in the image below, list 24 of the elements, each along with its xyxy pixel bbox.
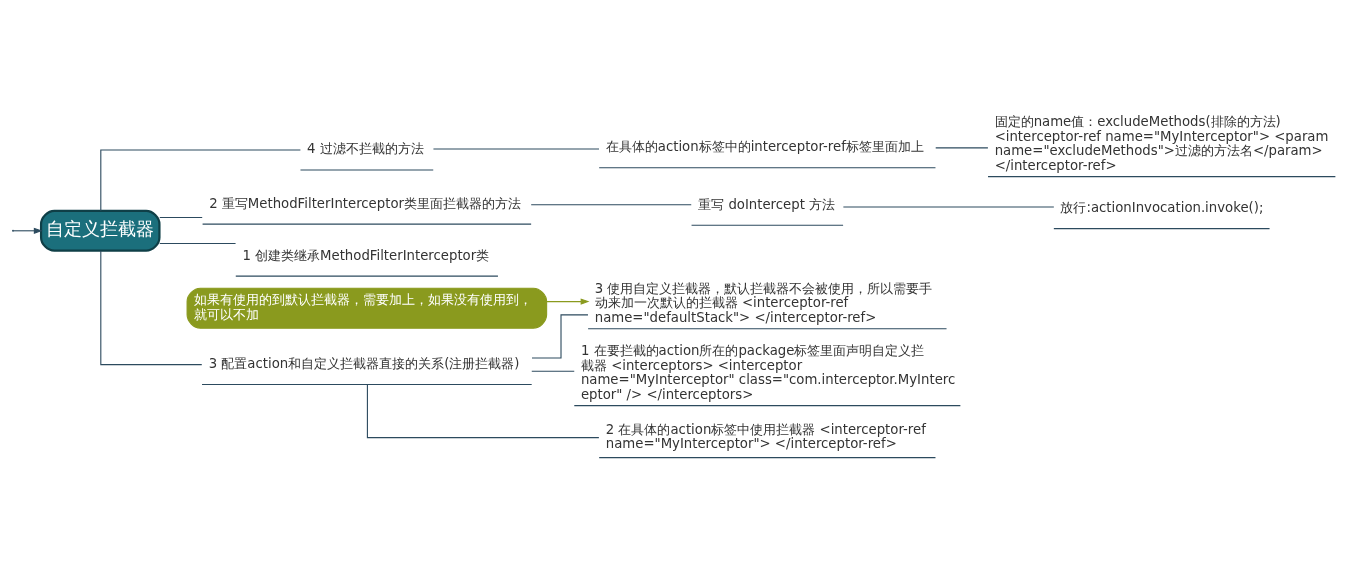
connector — [935, 146, 989, 148]
node-text: 2 重写MethodFilterInterceptor类里面拦截器的方法 — [209, 195, 521, 211]
connector — [100, 249, 203, 365]
node-text: 1 创建类继承MethodFilterInterceptor类 — [242, 247, 490, 263]
connector — [531, 370, 575, 372]
node-text: 固定的name值：excludeMethods(排除的方法) <interceptor-ref name="MyInterceptor"> <param name="excludeMethods">过滤的方法名</param> </interceptor-ref> — [994, 113, 1329, 173]
node-text: 2 在具体的action标签中使用拦截器 <interceptor-ref name="MyInterceptor"> </interceptor-ref> — [605, 421, 926, 451]
node-text: 4 过滤不拦截的方法 — [307, 140, 424, 156]
arrow — [13, 227, 43, 234]
connector — [531, 313, 589, 359]
node-text: 在具体的action标签中的interceptor-ref标签里面加上 — [605, 138, 924, 154]
node-text: 3 使用自定义拦截器，默认拦截器不会被使用，所以需要手动来加一次默认的拦截器 <interceptor-ref name="defaultStack"> </interceptor-ref> — [594, 280, 933, 325]
node-text: 3 配置action和自定义拦截器直接的关系(注册拦截器) — [208, 355, 520, 371]
connector — [100, 149, 301, 211]
connector — [159, 242, 237, 244]
node-text: 1 在要拦截的action所在的package标签里面声明自定义拦截器 <interceptors> <interceptor name="MyInterceptor" class="com.interceptor.MyInterceptor" /> </interceptors> — [580, 342, 956, 401]
connector — [366, 383, 600, 438]
connector — [530, 203, 692, 205]
node-box: 自定义拦截器 — [39, 209, 161, 252]
node-text: 放行:actionInvocation.invoke(); — [1060, 199, 1264, 215]
node-text: 重写 doIntercept 方法 — [698, 196, 836, 212]
connector — [159, 216, 203, 218]
node-box: 如果有使用的到默认拦截器，需要加上，如果没有使用到，就可以不加 — [186, 287, 548, 329]
arrow — [546, 298, 590, 305]
